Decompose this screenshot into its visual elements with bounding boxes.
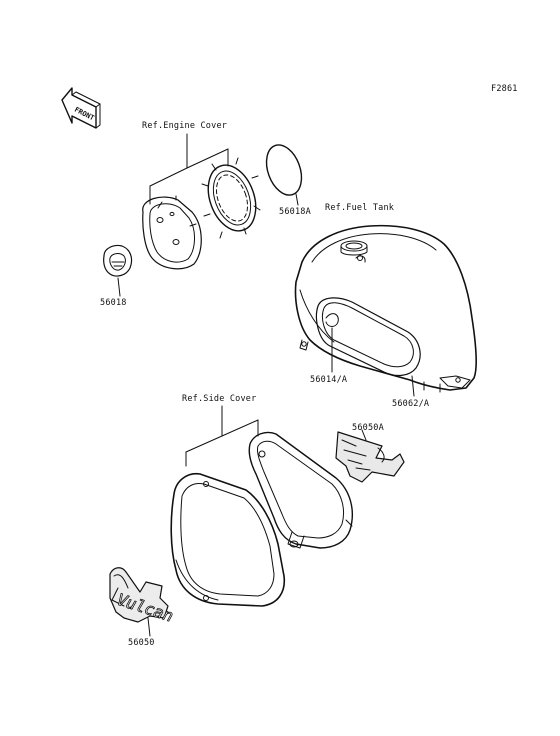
tank-emblem-56014A [315, 297, 421, 377]
emblem-56050: Vulcan [109, 567, 176, 637]
ref-fuel-tank-label: Ref.Fuel Tank [325, 203, 395, 213]
ref-engine-cover-label: Ref.Engine Cover [142, 121, 228, 131]
side-cover-bracket [185, 405, 259, 467]
fuel-tank [294, 224, 477, 393]
part-number-56062A: 56062/A [392, 399, 430, 409]
part-number-56018: 56018 [100, 298, 127, 308]
engine-cover-bracket [149, 133, 229, 205]
side-cover [170, 472, 286, 607]
part-number-56018A: 56018A [279, 207, 311, 217]
o-ring-56018A [265, 144, 303, 196]
part-number-56014A: 56014/A [310, 375, 348, 385]
small-emblem-56018 [103, 244, 133, 297]
engine-cover-plate [142, 195, 202, 270]
engine-cover-ring [201, 157, 261, 239]
side-cover-frame [248, 431, 354, 549]
part-number-56050A: 56050A [352, 423, 384, 433]
ref-side-cover-label: Ref.Side Cover [182, 394, 257, 404]
figure-code: F2861 [491, 84, 518, 94]
part-number-56050: 56050 [128, 638, 155, 648]
emblem-56050A [335, 429, 405, 483]
front-arrow-icon: FRONT [61, 87, 101, 129]
